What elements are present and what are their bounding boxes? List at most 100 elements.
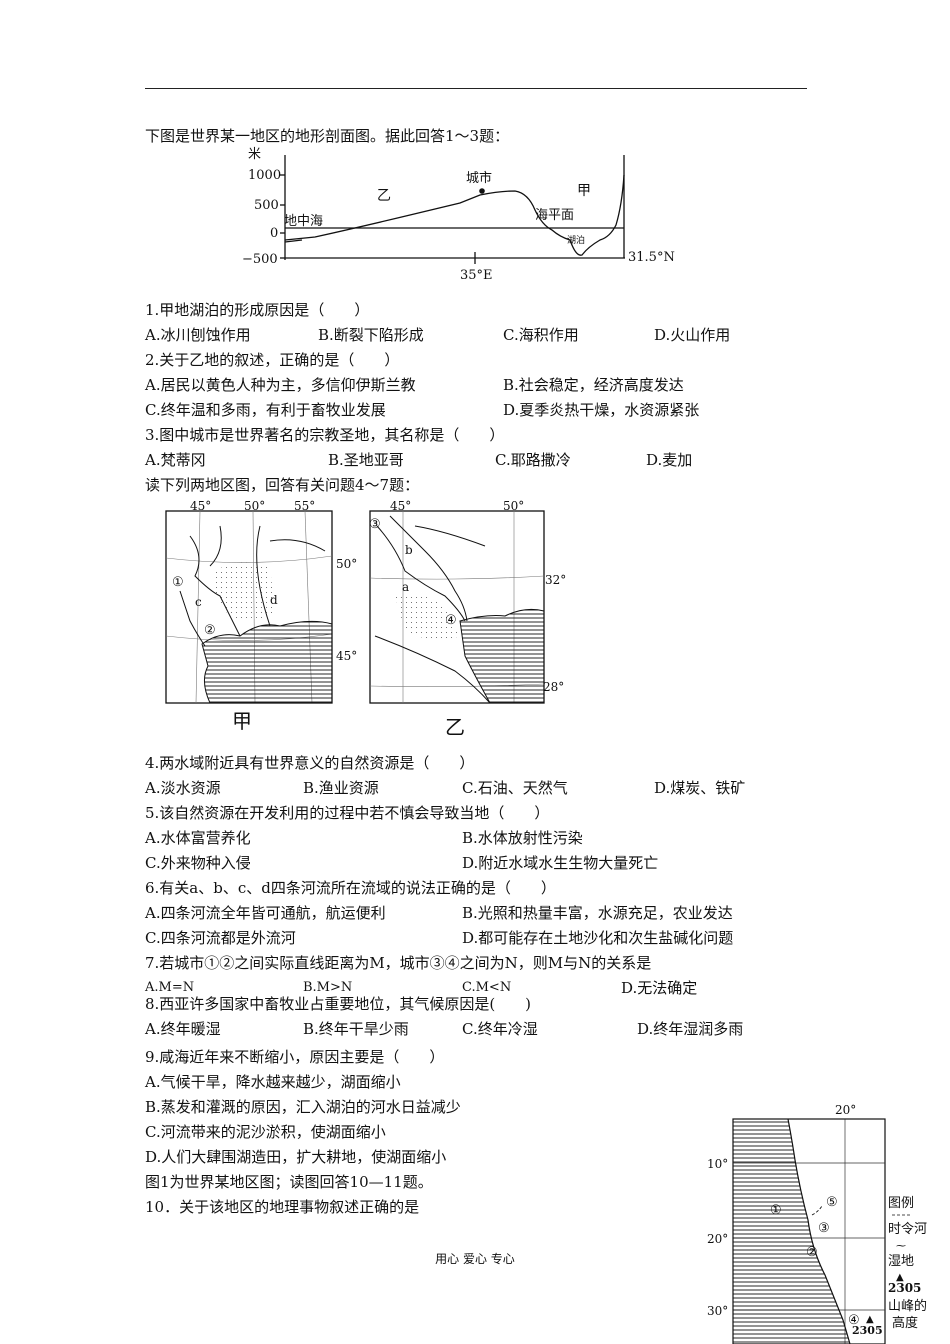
- map-yi-lon-45: 45°: [390, 499, 411, 513]
- map1-legend-peak: 山峰的: [888, 1298, 927, 1314]
- intro-2: 读下列两地区图，回答有关问题4～7题：: [145, 476, 420, 494]
- q6-stem: 6.有关a、b、c、d四条河流所在流域的说法正确的是（ ）: [145, 879, 556, 897]
- q5-option-a: A.水体富营养化: [145, 829, 251, 847]
- q5-option-d: D.附近水域水生生物大量死亡: [462, 854, 659, 872]
- q8-option-a: A.终年暖湿: [145, 1020, 221, 1038]
- map-jia-mark-d: d: [270, 593, 278, 607]
- label-lake: 湖泊: [567, 235, 585, 246]
- terrain-profile: 米 1000 500 0 −500 乙 甲 城市 地中海 海平面 湖泊 35°E…: [242, 147, 675, 283]
- q2-stem: 2.关于乙地的叙述，正确的是（ ）: [145, 351, 400, 369]
- q3-stem: 3.图中城市是世界著名的宗教圣地，其名称是（ ）: [145, 426, 505, 444]
- map-yi-mark-a: a: [402, 580, 409, 594]
- q6-option-b: B.光照和热量丰富，水源充足，农业发达: [462, 904, 733, 922]
- map1-lon-20: 20°: [835, 1103, 856, 1117]
- profile-y-1000: 1000: [248, 168, 281, 183]
- map-yi-lat-32: 32°: [545, 573, 566, 587]
- map1-mark-4: ④: [848, 1313, 860, 1328]
- header-rule: [145, 88, 807, 89]
- label-jia: 甲: [577, 183, 591, 199]
- q2-option-d: D.夏季炎热干燥，水资源紧张: [503, 401, 700, 419]
- map1-mark-1: ①: [770, 1203, 782, 1218]
- q4-option-d: D.煤炭、铁矿: [654, 779, 746, 797]
- q9-option-c: C.河流带来的泥沙淤积，使湖面缩小: [145, 1123, 386, 1141]
- label-sea-level: 海平面: [535, 208, 574, 223]
- map1-lat-10: 10°: [707, 1157, 728, 1171]
- intro-3: 图1为世界某地区图；读图回答10—11题。: [145, 1173, 433, 1191]
- q9-option-b: B.蒸发和灌溉的原因，汇入湖泊的河水日益减少: [145, 1098, 461, 1116]
- map-jia-mark-2: ②: [204, 623, 216, 638]
- map1-mark-5: ⑤: [826, 1195, 838, 1210]
- map1-lat-20: 20°: [707, 1232, 728, 1246]
- q2-option-a: A.居民以黄色人种为主，多信仰伊斯兰教: [145, 376, 416, 394]
- q9-option-d: D.人们大肆围湖造田，扩大耕地，使湖面缩小: [145, 1148, 447, 1166]
- map1-lat-30: 30°: [707, 1304, 728, 1318]
- label-lat: 31.5°N: [628, 250, 675, 265]
- q3-option-a: A.梵蒂冈: [145, 451, 206, 469]
- q4-stem: 4.两水域附近具有世界意义的自然资源是（ ）: [145, 754, 475, 772]
- map-jia-lat-50: 50°: [336, 557, 357, 571]
- wetland-icon: ⁓: [896, 1241, 906, 1252]
- map1-peak-value: 2305: [852, 1324, 883, 1337]
- page-footer: 用心 爱心 专心: [435, 1252, 515, 1266]
- map-yi-lon-50: 50°: [503, 499, 524, 513]
- q9-stem: 9.咸海近年来不断缩小，原因主要是（ ）: [145, 1048, 445, 1066]
- q2-option-b: B.社会稳定，经济高度发达: [503, 376, 684, 394]
- q7-option-d: D.无法确定: [621, 979, 698, 997]
- map1-mark-3: ③: [818, 1221, 830, 1236]
- q1-option-b: B.断裂下陷形成: [318, 326, 424, 344]
- q8-option-b: B.终年干旱少雨: [303, 1020, 409, 1038]
- q1-option-a: A.冰川刨蚀作用: [145, 326, 251, 344]
- q3-option-b: B.圣地亚哥: [328, 451, 404, 469]
- map-jia-caption: 甲: [232, 709, 252, 733]
- q7-option-a: A.M=N: [145, 980, 195, 995]
- q8-option-d: D.终年湿润多雨: [637, 1020, 744, 1038]
- q5-stem: 5.该自然资源在开发利用的过程中若不慎会导致当地（ ）: [145, 804, 550, 822]
- map-jia-lon-50: 50°: [244, 499, 265, 513]
- map-jia-lat-45: 45°: [336, 649, 357, 663]
- map1-legend-peak-icon: ▲: [896, 1272, 904, 1283]
- q3-option-c: C.耶路撒冷: [495, 451, 571, 469]
- map-yi-mark-3: ③: [369, 517, 381, 532]
- q4-option-a: A.淡水资源: [145, 779, 221, 797]
- map-jia-lon-55: 55°: [294, 499, 315, 513]
- map1-legend-seasonal-river: 时令河: [888, 1222, 927, 1237]
- map-yi: 45° 50° 32° 28° ③ ④ a b 乙: [369, 499, 566, 739]
- map-yi-mark-b: b: [405, 543, 413, 557]
- q5-option-b: B.水体放射性污染: [462, 829, 583, 847]
- q6-option-c: C.四条河流都是外流河: [145, 929, 296, 947]
- map1-peak-icon: ▲: [866, 1314, 874, 1325]
- profile-y-0: 0: [270, 226, 278, 241]
- profile-y-500: 500: [254, 198, 279, 213]
- map-yi-lat-28: 28°: [543, 680, 564, 694]
- map1-mark-2: ②: [806, 1245, 818, 1260]
- map-yi-caption: 乙: [445, 715, 465, 739]
- map1-legend-height: 高度: [892, 1315, 918, 1331]
- q10-stem: 10．关于该地区的地理事物叙述正确的是: [145, 1198, 420, 1216]
- label-sea: 地中海: [284, 214, 323, 229]
- label-city: 城市: [466, 170, 492, 186]
- map-figure-1: 20° 10° 20° 30° ① ② ③ ④ ⑤ ▲ 2305 图例 时令河 …: [707, 1103, 927, 1344]
- q6-option-d: D.都可能存在土地沙化和次生盐碱化问题: [462, 929, 734, 947]
- q1-option-d: D.火山作用: [654, 326, 731, 344]
- q2-option-c: C.终年温和多雨，有利于畜牧业发展: [145, 401, 386, 419]
- q3-option-d: D.麦加: [646, 451, 693, 469]
- profile-unit: 米: [248, 147, 261, 162]
- q4-option-b: B.渔业资源: [303, 779, 379, 797]
- q8-option-c: C.终年冷湿: [462, 1020, 538, 1038]
- label-lon: 35°E: [460, 268, 493, 283]
- q1-option-c: C.海积作用: [503, 326, 579, 344]
- map-yi-mark-4: ④: [445, 613, 457, 628]
- q8-stem: 8.西亚许多国家中畜牧业占重要地位，其气候原因是( ): [145, 995, 532, 1013]
- q4-option-c: C.石油、天然气: [462, 779, 568, 797]
- q7-option-c: C.M<N: [462, 980, 512, 995]
- q7-stem: 7.若城市①②之间实际直线距离为M，城市③④之间为N，则M与N的关系是: [145, 954, 652, 972]
- map-jia: 45° 50° 55° 50° 45° ① ② c d 甲: [165, 499, 357, 733]
- q9-option-a: A.气候干旱，降水越来越少，湖面缩小: [145, 1073, 401, 1091]
- map1-legend-wetland: 湿地: [888, 1254, 914, 1269]
- q1-stem: 1.甲地湖泊的形成原因是（ ）: [145, 301, 370, 319]
- map-jia-lon-45: 45°: [190, 499, 211, 513]
- label-yi: 乙: [377, 188, 391, 204]
- q6-option-a: A.四条河流全年皆可通航，航运便利: [145, 904, 386, 922]
- q5-option-c: C.外来物种入侵: [145, 854, 251, 872]
- map-jia-mark-c: c: [195, 595, 202, 609]
